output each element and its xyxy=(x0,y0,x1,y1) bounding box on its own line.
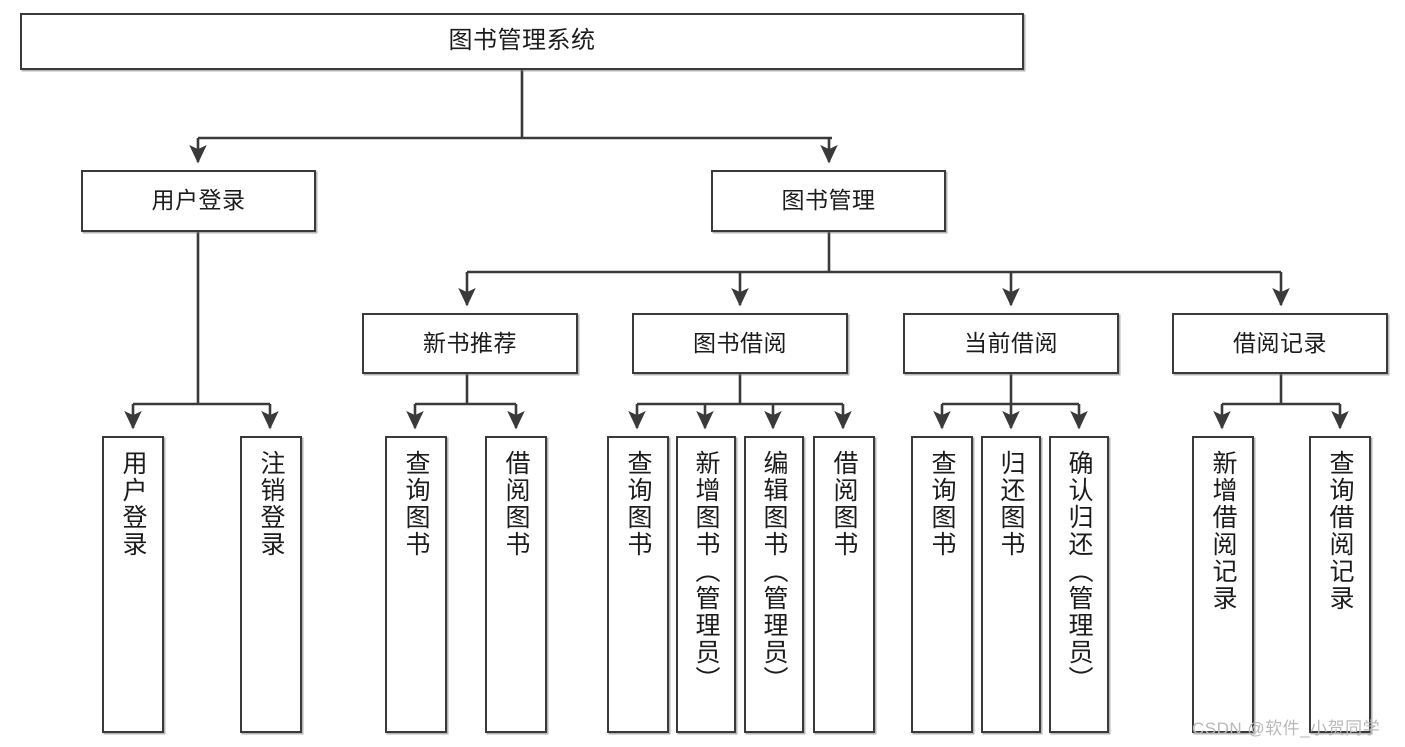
leaf-edit-book-admin[interactable]: 编辑图书（管理员） xyxy=(744,436,804,733)
node-label: 确认归还（管理员） xyxy=(1065,450,1093,693)
node-label: 查询借阅记录 xyxy=(1326,450,1354,612)
node-label: 用户登录 xyxy=(119,450,147,558)
leaf-query-books-recommend[interactable]: 查询图书 xyxy=(385,436,447,733)
node-root-library-management-system[interactable]: 图书管理系统 xyxy=(20,13,1024,70)
leaf-borrow-books[interactable]: 借阅图书 xyxy=(813,436,875,733)
node-label: 查询图书 xyxy=(928,450,956,558)
node-label: 新增借阅记录 xyxy=(1209,450,1237,612)
node-label: 图书借阅 xyxy=(693,329,787,356)
node-label: 查询图书 xyxy=(624,450,652,558)
node-label: 新书推荐 xyxy=(423,329,517,356)
leaf-add-borrow-record[interactable]: 新增借阅记录 xyxy=(1192,436,1254,733)
node-book-borrowing[interactable]: 图书借阅 xyxy=(632,313,848,374)
leaf-confirm-return-admin[interactable]: 确认归还（管理员） xyxy=(1049,436,1109,733)
node-label: 归还图书 xyxy=(997,450,1025,558)
watermark: CSDN @软件_小贺同学 xyxy=(1192,719,1381,738)
node-label: 新增图书（管理员） xyxy=(692,450,720,693)
node-current-borrowing[interactable]: 当前借阅 xyxy=(903,313,1119,374)
node-label: 图书管理 xyxy=(781,187,876,214)
leaf-borrow-books-recommend[interactable]: 借阅图书 xyxy=(485,436,547,733)
node-label: 查询图书 xyxy=(402,450,430,558)
node-user-login[interactable]: 用户登录 xyxy=(81,170,316,232)
node-label: 借阅图书 xyxy=(830,450,858,558)
node-new-book-recommendation[interactable]: 新书推荐 xyxy=(362,313,578,374)
leaf-query-books-current[interactable]: 查询图书 xyxy=(911,436,973,733)
leaf-query-borrow-record[interactable]: 查询借阅记录 xyxy=(1309,436,1371,733)
leaf-query-books-borrow[interactable]: 查询图书 xyxy=(607,436,669,733)
node-label: 编辑图书（管理员） xyxy=(760,450,788,693)
node-label: 用户登录 xyxy=(151,187,246,214)
node-label: 借阅记录 xyxy=(1233,329,1327,356)
node-label: 图书管理系统 xyxy=(448,27,596,55)
leaf-return-books[interactable]: 归还图书 xyxy=(981,436,1041,733)
node-label: 当前借阅 xyxy=(964,329,1058,356)
node-borrowing-records[interactable]: 借阅记录 xyxy=(1172,313,1388,374)
leaf-logout[interactable]: 注销登录 xyxy=(240,436,302,733)
node-label: 注销登录 xyxy=(257,450,285,558)
node-book-management[interactable]: 图书管理 xyxy=(711,170,946,232)
node-label: 借阅图书 xyxy=(502,450,530,558)
leaf-add-book-admin[interactable]: 新增图书（管理员） xyxy=(676,436,736,733)
leaf-user-login[interactable]: 用户登录 xyxy=(102,436,164,733)
